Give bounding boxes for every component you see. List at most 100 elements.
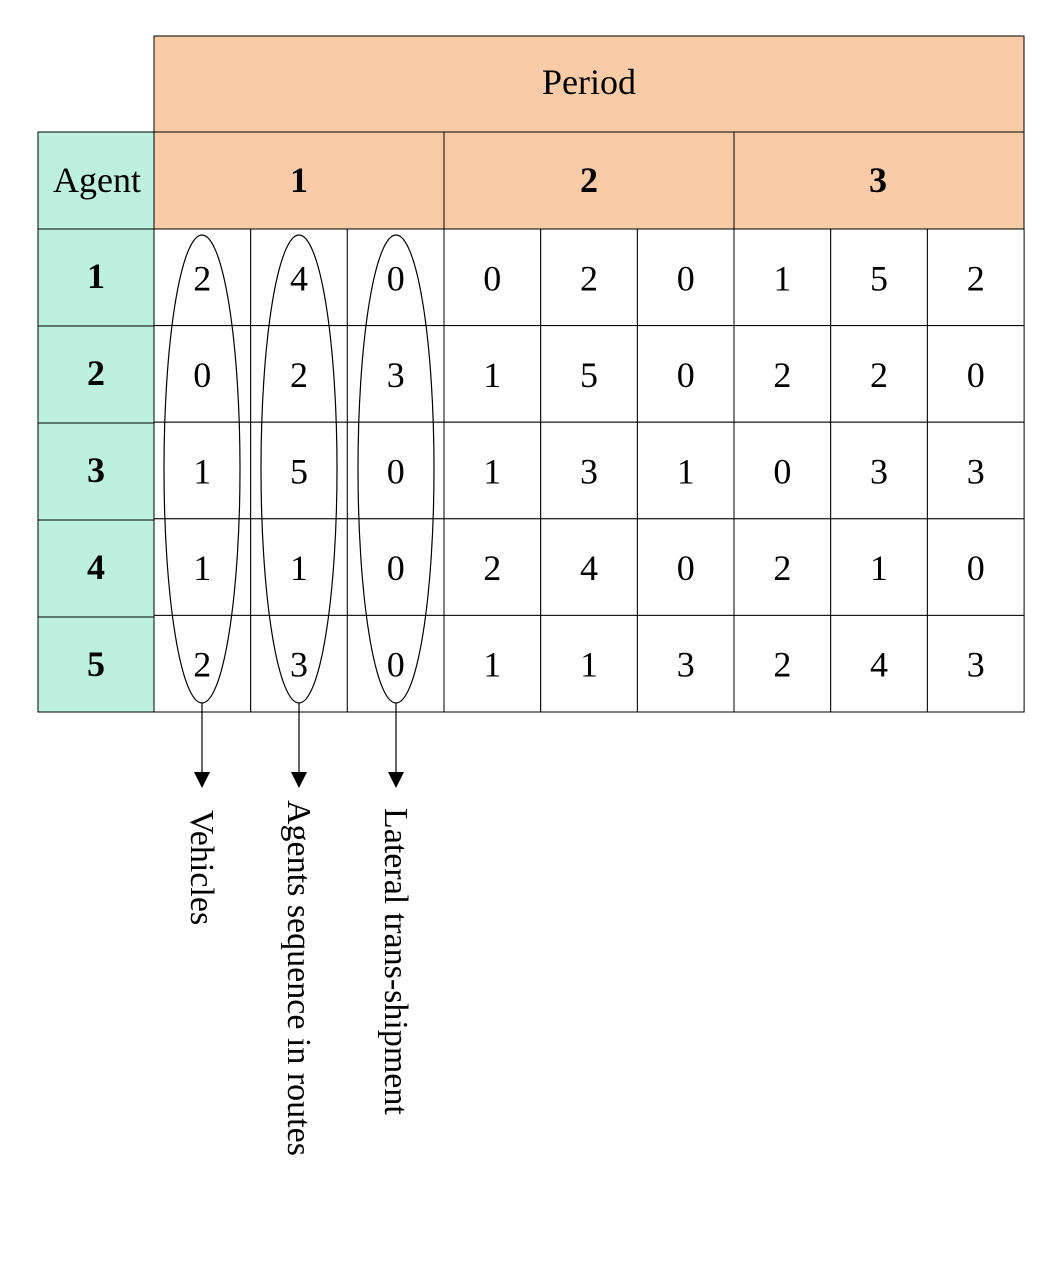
grid-value: 3 [967, 452, 985, 492]
grid-cell [926, 228, 1025, 327]
grid-cell [346, 228, 445, 327]
period-3-number: 3 [869, 160, 887, 200]
grid-value: 2 [193, 258, 211, 298]
grid-value: 2 [773, 548, 791, 588]
grid-value: 3 [387, 355, 405, 395]
period-header-label: Period [542, 62, 636, 102]
grid-value: 4 [290, 258, 308, 298]
data-grid: 2 4 0 0 2 0 1 5 2 0 2 3 1 5 0 2 2 0 1 5 0 1 3 1 0 3 3 1 1 0 2 4 0 2 1 0 2 3 0 1… [153, 228, 1025, 713]
grid-cell [443, 228, 542, 327]
agent-header-label: Agent [53, 160, 141, 200]
grid-cell [153, 421, 252, 520]
grid-value: 0 [677, 258, 695, 298]
grid-value: 5 [580, 355, 598, 395]
grid-value: 1 [677, 452, 695, 492]
grid-value: 2 [870, 355, 888, 395]
grid-value: 0 [387, 548, 405, 588]
period-3-header-cell [733, 131, 1025, 230]
grid-value: 3 [870, 452, 888, 492]
lateral-transshipment-arrow [388, 703, 404, 788]
agent-number: 2 [87, 353, 105, 393]
grid-value: 3 [580, 452, 598, 492]
agent-cell [37, 616, 155, 713]
period-header-cell [153, 35, 1025, 133]
grid-cell [540, 518, 638, 616]
grid-cell [926, 421, 1025, 520]
grid-value: 0 [387, 452, 405, 492]
grid-value: 2 [773, 355, 791, 395]
grid-value: 0 [677, 355, 695, 395]
agent-header-cell [37, 131, 155, 230]
grid-value: 0 [193, 355, 211, 395]
grid-value: 2 [580, 258, 598, 298]
grid-cell [250, 614, 348, 713]
grid-value: 4 [580, 548, 598, 588]
grid-value: 1 [483, 355, 501, 395]
grid-value: 3 [677, 645, 695, 685]
grid-value: 5 [870, 258, 888, 298]
grid-value: 1 [580, 645, 598, 685]
grid-value: 0 [483, 258, 501, 298]
period-2-header-cell [443, 131, 735, 230]
grid-cell [346, 614, 445, 713]
grid-value: 1 [773, 258, 791, 298]
grid-cell [636, 518, 735, 616]
grid-cell [346, 421, 445, 520]
grid-value: 2 [290, 355, 308, 395]
grid-cell [443, 614, 542, 713]
grid-cell [830, 228, 928, 327]
grid-value: 2 [193, 645, 211, 685]
grid-cell [830, 614, 928, 713]
grid-cell [733, 614, 832, 713]
grid-value: 0 [967, 355, 985, 395]
grid-value: 0 [387, 645, 405, 685]
period-2-number: 2 [580, 160, 598, 200]
agent-number: 1 [87, 256, 105, 296]
grid-cell [250, 228, 348, 327]
grid-cell [540, 228, 638, 327]
grid-value: 1 [483, 645, 501, 685]
grid-value: 3 [290, 645, 308, 685]
grid-value: 0 [387, 258, 405, 298]
grid-value: 1 [870, 548, 888, 588]
grid-value: 2 [773, 645, 791, 685]
grid-cell [830, 325, 928, 423]
grid-value: 2 [967, 258, 985, 298]
vehicles-arrow [194, 703, 210, 788]
grid-cell [636, 228, 735, 327]
grid-value: 4 [870, 645, 888, 685]
grid-cell [926, 325, 1025, 423]
grid-value: 0 [773, 452, 791, 492]
grid-value: 1 [193, 452, 211, 492]
grid-cell [733, 228, 832, 327]
grid-cell [540, 614, 638, 713]
agent-cell [37, 228, 155, 327]
vehicles-label: Vehicles [183, 810, 220, 925]
grid-value: 0 [967, 548, 985, 588]
grid-value: 1 [483, 452, 501, 492]
grid-cell [443, 325, 542, 423]
period-1-number: 1 [290, 160, 308, 200]
grid-value: 5 [290, 452, 308, 492]
grid-cell [153, 614, 252, 713]
period-1-header-cell [153, 131, 445, 230]
agent-number: 4 [87, 547, 105, 587]
grid-cell [830, 421, 928, 520]
agents-sequence-arrow [291, 703, 307, 788]
grid-cell [926, 614, 1025, 713]
grid-value: 3 [967, 645, 985, 685]
grid-cell [830, 518, 928, 616]
grid-cell [733, 421, 832, 520]
lateral-transshipment-label: Lateral trans-shipment [377, 808, 414, 1115]
agent-number: 5 [87, 644, 105, 684]
agents-sequence-label: Agents sequence in routes [280, 800, 317, 1156]
grid-value: 2 [483, 548, 501, 588]
grid-cell [636, 325, 735, 423]
agent-number: 3 [87, 450, 105, 490]
agent-column: 1 2 3 4 5 [37, 228, 155, 713]
agent-cell [37, 422, 155, 521]
grid-cell [926, 518, 1025, 616]
grid-value: 1 [290, 548, 308, 588]
grid-value: 0 [677, 548, 695, 588]
